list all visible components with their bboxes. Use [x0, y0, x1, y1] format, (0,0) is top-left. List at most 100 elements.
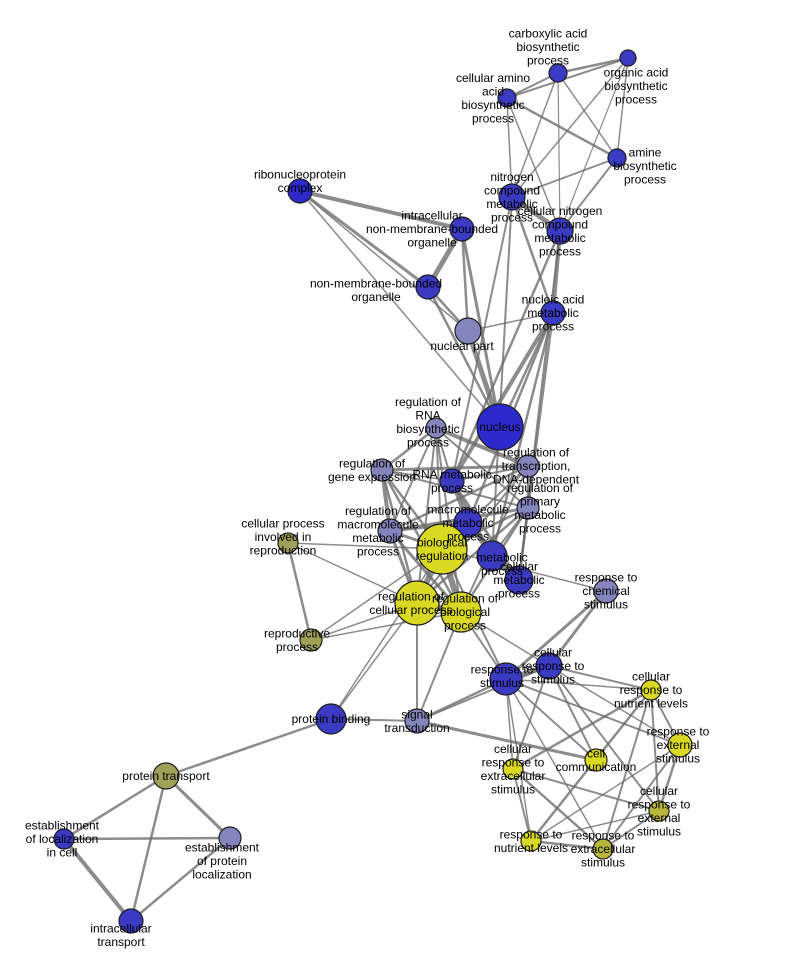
graph-edge-nucleic-rna_metab	[450, 311, 555, 483]
graph-edge-carboxylic-cell_nitrogen	[557, 72, 561, 232]
graph-node-resp_external[interactable]	[667, 732, 693, 758]
graph-edge-est_prot_loc-intra_transport	[129, 836, 232, 923]
graph-node-est_loc_cell[interactable]	[53, 828, 75, 850]
graph-node-cp_repro[interactable]	[277, 532, 299, 554]
graph-node-reg_macro[interactable]	[377, 518, 403, 544]
graph-edge-reg_tx-reg_gene	[380, 464, 530, 472]
graph-node-cell_comm[interactable]	[584, 748, 608, 772]
graph-node-nmbo[interactable]	[415, 274, 441, 300]
graph-edge-bio_reg-protein_binding	[330, 548, 443, 720]
graph-node-nucleic[interactable]	[540, 300, 566, 326]
graph-node-rnp[interactable]	[287, 178, 313, 204]
graph-node-resp_extracell[interactable]	[592, 838, 614, 860]
graph-node-intra_nmbo[interactable]	[449, 216, 475, 242]
graph-edge-cp_repro-reg_cell	[287, 542, 418, 604]
graph-node-cell_resp_external[interactable]	[648, 800, 670, 822]
graph-node-reg_rna[interactable]	[425, 417, 447, 439]
graph-node-nitrogen[interactable]	[498, 183, 526, 211]
graph-edge-resp_extracell-resp_nutrient	[529, 839, 605, 851]
graph-node-reg_bio[interactable]	[440, 591, 482, 633]
graph-node-cell_metab[interactable]	[504, 565, 534, 595]
graph-edge-protein_transport-est_loc_cell	[62, 774, 168, 841]
graph-node-resp_stim[interactable]	[489, 662, 523, 696]
graph-node-nuclear_part[interactable]	[454, 317, 482, 345]
graph-node-est_prot_loc[interactable]	[218, 826, 242, 850]
graph-node-reg_cell[interactable]	[394, 580, 440, 626]
graph-node-rna_metab[interactable]	[439, 468, 465, 494]
graph-edge-cell_resp-resp_external	[548, 665, 681, 746]
graph-edge-cell_resp-cell_resp_extracell	[512, 665, 550, 770]
graph-node-cell_resp_nutrient[interactable]	[640, 679, 662, 701]
node-label-nuclear_part: nuclear part	[430, 339, 494, 353]
graph-edge-cp_repro-bio_reg	[287, 542, 443, 550]
graph-node-signal_trans[interactable]	[404, 708, 430, 734]
graph-edge-cell_resp-cell_resp_nutrient	[548, 665, 652, 691]
node-label-protein_transport: protein transport	[122, 769, 210, 783]
graph-edge-reg_rna-reg_tx	[434, 426, 530, 468]
graph-edge-rnp-intra_nmbo	[298, 189, 464, 231]
graph-node-resp_chem[interactable]	[593, 578, 619, 604]
graph-node-cell_resp_extracell[interactable]	[502, 758, 524, 780]
graph-edge-resp_stim-resp_extracell	[505, 678, 604, 850]
graph-node-resp_nutrient[interactable]	[520, 830, 542, 852]
graph-edge-repro-bio_reg	[310, 548, 443, 641]
graph-edge-cell_resp_nutrient-cell_resp_external	[650, 689, 660, 812]
graph-edge-resp_stim-resp_external	[505, 678, 681, 746]
graph-edge-organic-amino	[506, 57, 629, 99]
graph-node-intra_transport[interactable]	[118, 908, 144, 934]
graph-edge-nuclear_part-nucleic	[467, 312, 554, 332]
graph-edge-repro-reg_bio	[310, 611, 462, 641]
graph-edge-cp_repro-repro	[286, 541, 313, 642]
graph-edge-intra_nmbo-nuclear_part	[460, 227, 470, 333]
graph-edge-reg_rna-reg_macro	[389, 427, 437, 532]
graph-edge-cell_resp-resp_chem	[547, 589, 608, 668]
graph-node-carboxylic[interactable]	[548, 63, 568, 83]
graph-node-reg_primary[interactable]	[516, 496, 540, 520]
node-label-protein_binding: protein binding	[292, 712, 371, 726]
graph-node-amino[interactable]	[497, 88, 517, 108]
graph-edge-rnp-nucleus	[299, 190, 501, 428]
graph-node-bio_reg[interactable]	[416, 523, 468, 575]
graph-edge-resp_external-resp_extracell	[602, 744, 681, 850]
graph-node-protein_binding[interactable]	[315, 703, 347, 735]
graph-edge-signal_trans-cell_comm	[415, 719, 598, 762]
graph-node-cell_resp[interactable]	[535, 652, 563, 680]
graph-node-macro_metab[interactable]	[453, 508, 483, 538]
node-label-nucleus: nucleus	[479, 420, 520, 434]
graph-node-protein_transport[interactable]	[152, 762, 180, 790]
graph-node-cell_nitrogen[interactable]	[546, 217, 574, 245]
graph-node-amine[interactable]	[607, 148, 627, 168]
graph-node-repro[interactable]	[299, 628, 323, 652]
graph-edge-resp_stim-resp_chem	[504, 589, 608, 681]
graph-edge-cell_resp-cell_resp_external	[548, 665, 660, 812]
graph-edge-cell_nitrogen-rna_metab	[450, 229, 562, 483]
graph-edge-protein_transport-intra_transport	[129, 774, 168, 923]
graph-node-organic[interactable]	[619, 49, 637, 67]
graph-node-nucleus[interactable]	[476, 403, 524, 451]
graph-edge-amino-amine	[505, 96, 619, 160]
graph-node-reg_tx[interactable]	[516, 454, 540, 478]
graph-node-metab[interactable]	[476, 540, 508, 572]
graph-node-reg_gene[interactable]	[370, 458, 394, 482]
graph-edge-protein_transport-est_prot_loc	[164, 774, 232, 840]
